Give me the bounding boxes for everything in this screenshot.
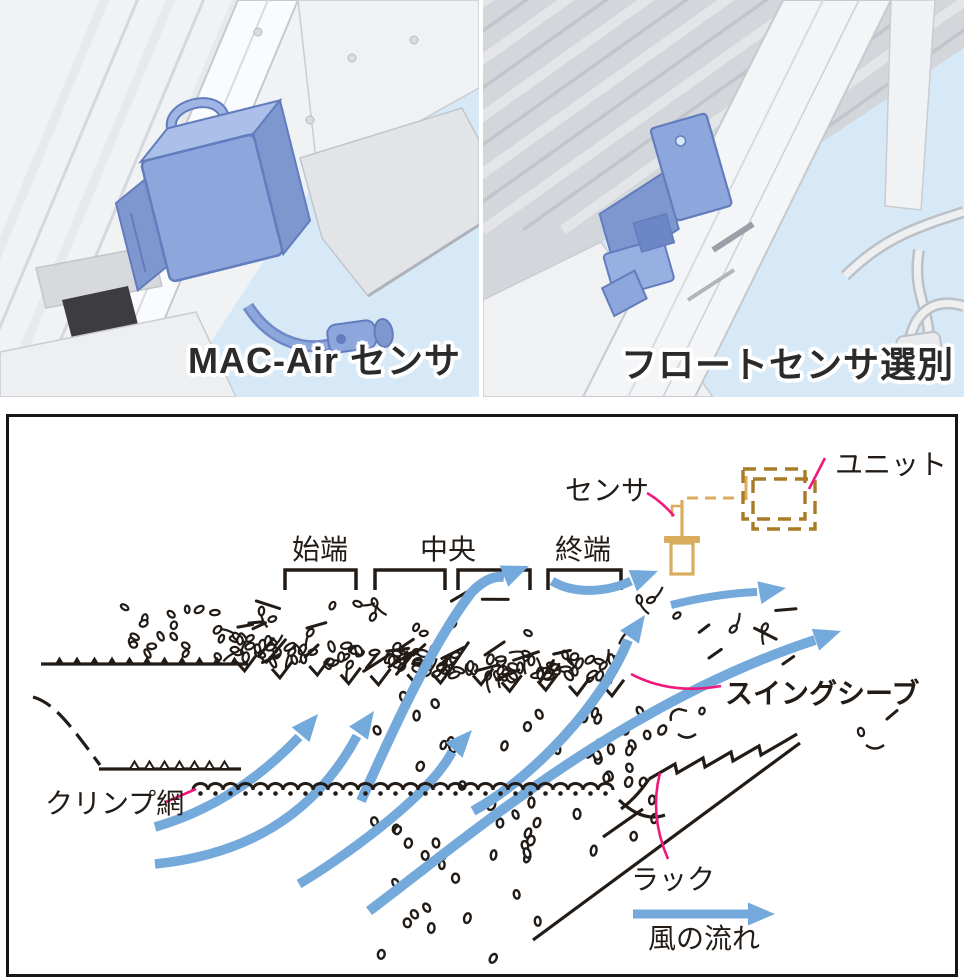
- airflow-arrow-5: [470, 615, 645, 816]
- airflow-arrow-7: [549, 569, 658, 595]
- bolts: [253, 27, 419, 125]
- feed-line-teeth: [55, 656, 239, 664]
- label-end: 終端: [555, 534, 611, 565]
- rack-label: ラック: [631, 864, 715, 895]
- swing-sieve-label: スイングシーブ: [725, 677, 919, 709]
- airflow-arrows: [153, 565, 841, 926]
- section-labels: 始端 中央 終端: [292, 534, 611, 565]
- crimp-mesh-line: [191, 782, 615, 791]
- sensor-label: センサ: [565, 475, 649, 506]
- mac-air-photo-art: [0, 0, 479, 397]
- beam-slot-1: [711, 221, 755, 253]
- wing-shadow-edge: [367, 223, 479, 298]
- cable-fitting: [326, 318, 394, 354]
- airflow-arrow-8: [670, 581, 786, 609]
- photo-mac-air-sensor: MAC-Air センサ: [0, 0, 479, 397]
- airflow-arrow-2: [154, 711, 374, 869]
- unit-box-icon-inner: [751, 477, 817, 531]
- sensor-leader: [646, 491, 675, 517]
- airflow-diagram: 始端 中央 終端: [32, 449, 947, 964]
- crimp-mesh-leader: [165, 787, 197, 804]
- sensor-cable-highlight: [245, 304, 333, 350]
- photo-float-sensor: フロートセンサ選別: [483, 0, 964, 397]
- crimp-mesh-dots: [198, 791, 608, 796]
- rack-leader: [654, 772, 670, 860]
- sensor-unit-icons: [664, 467, 817, 576]
- callout-labels: センサ ユニット スイングシーブ クリンプ網 ラック 風の流れ: [45, 449, 947, 954]
- dashed-chute: [32, 695, 102, 766]
- sensor-cap: [664, 536, 700, 543]
- beam-slot-2: [686, 268, 736, 302]
- beam-line-2: [662, 0, 860, 397]
- label-start: 始端: [292, 534, 348, 565]
- rack-shape: [532, 732, 801, 942]
- label-center: 中央: [420, 534, 476, 565]
- sieve-grain-band: [119, 586, 899, 750]
- float-sensor-photo-art: [483, 0, 964, 397]
- airflow-diagram-panel: 始端 中央 終端: [6, 414, 958, 977]
- right-post: [884, 0, 936, 211]
- structure-lines: [32, 656, 801, 942]
- caption-mac-air-sensor: MAC-Air センサ: [188, 340, 461, 381]
- wind-flow-label: 風の流れ: [648, 923, 760, 954]
- mac-air-sensor-box: [114, 97, 312, 293]
- unit-box-icon-outer: [741, 467, 807, 521]
- swing-sieve-leader: [630, 672, 722, 690]
- float-sensor-part: [598, 112, 733, 318]
- wing-panel: [299, 107, 479, 297]
- sensor-body-icon: [669, 541, 695, 576]
- section-brackets: [283, 568, 623, 590]
- skirt-panel: [0, 311, 237, 397]
- airflow-arrow-3: [296, 730, 472, 889]
- lower-line-teeth: [128, 759, 231, 770]
- gray-pipes: [840, 206, 964, 362]
- caption-float-sensor: フロートセンサ選別: [620, 344, 954, 385]
- wind-legend-arrow: [633, 902, 775, 926]
- airflow-arrow-6: [356, 565, 529, 804]
- unit-label: ユニット: [835, 449, 947, 480]
- crimp-mesh-label: クリンプ網: [45, 788, 184, 819]
- unit-leader: [807, 457, 827, 490]
- airflow-arrow-4: [365, 628, 841, 915]
